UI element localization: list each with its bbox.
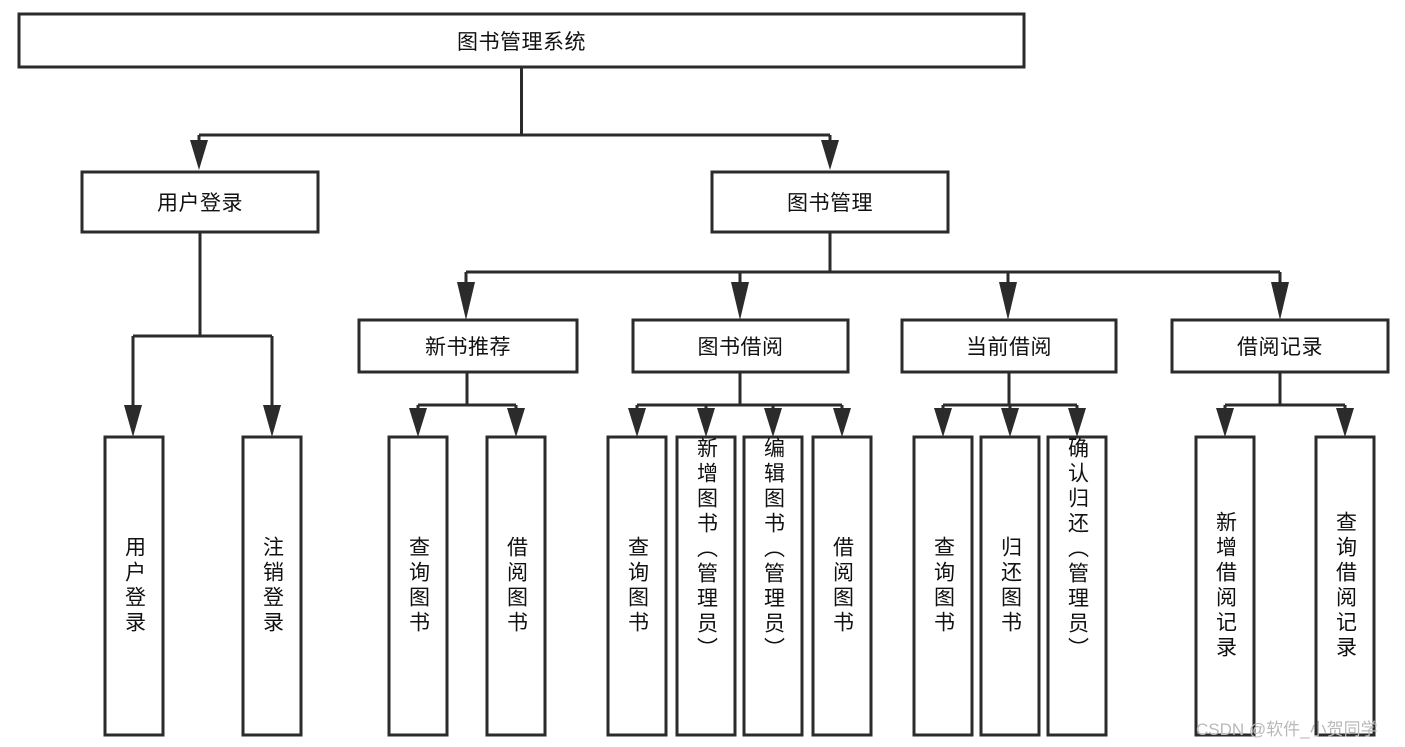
arrow-head-leaf-current-1 — [934, 408, 952, 437]
node-current-borrow-box[interactable] — [900, 318, 1118, 374]
node-leaf-box-add-book[interactable] — [675, 435, 737, 737]
arrow-head-leaf-current-3 — [1068, 408, 1086, 437]
node-leaf-box-logout[interactable] — [241, 435, 303, 737]
node-leaf-box-borrow-book-b[interactable] — [811, 435, 873, 737]
arrow-head-new-book — [457, 282, 475, 320]
node-leaf-box-query-book-c[interactable] — [912, 435, 974, 737]
arrow-head-current-borrow — [999, 282, 1017, 320]
arrow-head-leaf-record-1 — [1216, 408, 1234, 437]
node-new-book-box[interactable] — [357, 318, 579, 374]
arrow-head-leaf-book-borrow-3 — [764, 408, 782, 437]
node-leaf-box-query-book-b[interactable] — [606, 435, 668, 737]
node-leaf-box-query-record[interactable] — [1314, 435, 1376, 737]
arrow-head-borrow-record — [1271, 282, 1289, 320]
arrow-head-leaf-book-borrow-2 — [697, 408, 715, 437]
node-user-login-box[interactable] — [80, 170, 320, 234]
node-leaf-box-return-book[interactable] — [979, 435, 1041, 737]
node-book-borrow-box[interactable] — [631, 318, 850, 374]
node-book-manage-box[interactable] — [710, 170, 950, 234]
node-borrow-record-box[interactable] — [1170, 318, 1390, 374]
arrow-head-leaf-new-book-2 — [507, 408, 525, 437]
arrow-head-leaf-book-borrow-4 — [833, 408, 851, 437]
arrow-head-leaf-new-book-1 — [409, 408, 427, 437]
node-root-box[interactable] — [17, 12, 1026, 69]
arrow-head-leaf-current-2 — [1001, 408, 1019, 437]
node-leaf-box-query-book-a[interactable] — [387, 435, 449, 737]
node-leaf-box-edit-book[interactable] — [742, 435, 804, 737]
arrow-head-leaf-user-login-1 — [124, 405, 142, 437]
node-leaf-box-borrow-book-a[interactable] — [485, 435, 547, 737]
arrow-head-user-login — [190, 140, 208, 170]
arrow-head-leaf-book-borrow-1 — [628, 408, 646, 437]
node-leaf-box-add-record[interactable] — [1194, 435, 1256, 737]
node-leaf-box-confirm-return[interactable] — [1046, 435, 1108, 737]
arrow-head-book-borrow — [731, 282, 749, 320]
node-leaf-box-user-login[interactable] — [103, 435, 165, 737]
arrow-head-leaf-user-login-2 — [263, 405, 281, 437]
arrow-head-book-manage — [821, 140, 839, 170]
arrow-head-leaf-record-2 — [1336, 408, 1354, 437]
